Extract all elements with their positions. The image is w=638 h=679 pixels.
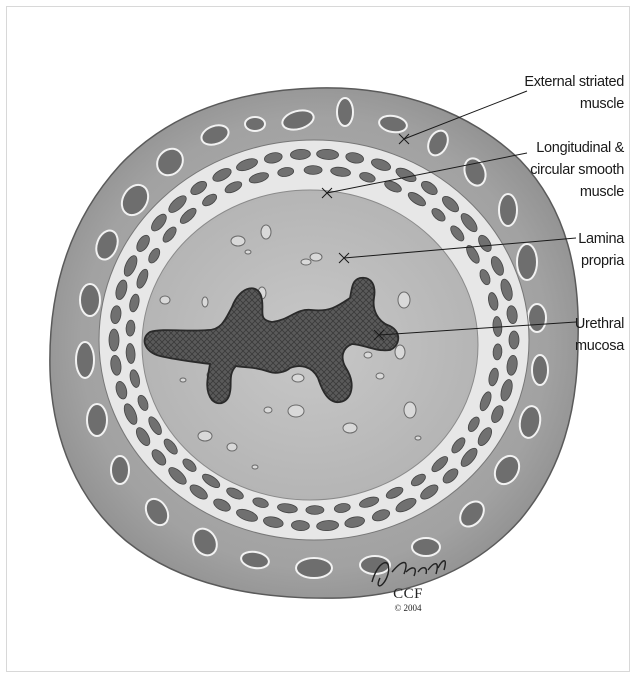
smooth-muscle-bundle <box>306 506 324 515</box>
label-lamina-propria: Lamina propria <box>578 228 624 272</box>
label-line: mucosa <box>575 335 624 357</box>
label-line: muscle <box>530 181 624 203</box>
label-line: External striated <box>524 71 624 93</box>
label-external-striated-muscle: External striated muscle <box>524 71 624 115</box>
label-line: Urethral <box>575 313 624 335</box>
label-line: Longitudinal & <box>530 137 624 159</box>
signature-year: © 2004 <box>378 603 438 613</box>
label-line: circular smooth <box>530 159 624 181</box>
label-line: propria <box>578 250 624 272</box>
smooth-muscle-bundle <box>109 329 119 351</box>
label-line: muscle <box>524 93 624 115</box>
label-longitudinal-circular-smooth-muscle: Longitudinal & circular smooth muscle <box>530 137 624 203</box>
label-line: Lamina <box>578 228 624 250</box>
label-urethral-mucosa: Urethral mucosa <box>575 313 624 357</box>
signature-org: CCF <box>378 586 438 603</box>
smooth-muscle-bundle <box>509 331 519 349</box>
smooth-muscle-bundle <box>304 166 322 175</box>
